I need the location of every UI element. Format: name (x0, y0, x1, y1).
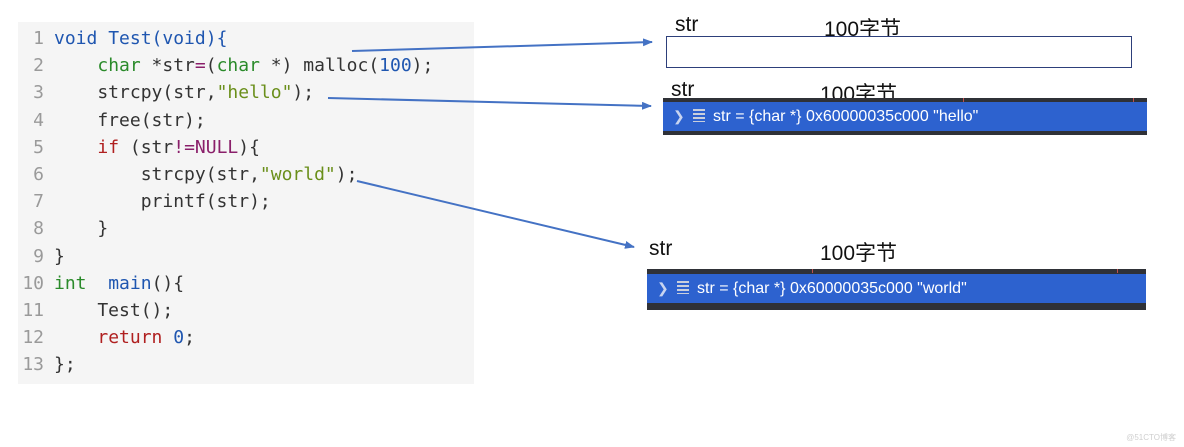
code-token: ){ (238, 136, 260, 158)
code-line: 10 int main(){ (18, 270, 184, 297)
watermark: @51CTO博客 (1126, 433, 1176, 442)
code-token: 100 (379, 55, 412, 77)
code-line: 5 if (str!=NULL){ (18, 134, 260, 161)
mem1-size-label: 100字节 (824, 18, 902, 41)
variable-lines-icon (677, 281, 689, 294)
code-token: = (194, 55, 206, 77)
code-token: ); (292, 82, 315, 104)
code-token: "hello" (216, 82, 293, 104)
code-line: 11 Test(); (18, 297, 173, 324)
code-token: *str (151, 55, 195, 77)
mem3-value-bar[interactable]: ❯ str = {char *} 0x60000035c000 "world" (647, 274, 1146, 303)
mem2-debugger-row: ❯ str = {char *} 0x60000035c000 "hello" (663, 98, 1147, 135)
code-token: strcpy(str, (54, 82, 217, 104)
code-token: }; (54, 354, 76, 376)
code-token: *) malloc( (270, 55, 380, 77)
mem3-size-label: 100字节 (820, 242, 898, 265)
line-number: 2 (33, 55, 44, 77)
code-token: printf(str); (54, 191, 271, 213)
line-number: 7 (33, 191, 44, 213)
code-line: 12 return 0; (18, 324, 195, 351)
marker-tick (1133, 98, 1134, 102)
code-token: char (97, 55, 152, 77)
line-number: 1 (33, 28, 44, 49)
code-token: NULL (194, 136, 239, 158)
code-line: 9} (18, 243, 65, 270)
code-token: ; (184, 327, 195, 349)
arrow-strcpy-world-to-block3 (356, 180, 635, 249)
code-token: (){ (151, 272, 185, 294)
code-token: 0 (173, 327, 185, 349)
marker-tick (812, 269, 813, 273)
code-token: } (54, 245, 65, 267)
marker-tick (1117, 269, 1118, 273)
mem2-var-label: str (671, 78, 695, 101)
line-number: 6 (33, 164, 44, 185)
code-token: return (97, 327, 163, 349)
code-token: char (216, 55, 271, 77)
chevron-right-icon[interactable]: ❯ (673, 108, 685, 124)
arrow-malloc-to-block1 (351, 38, 653, 52)
mem3-var-label: str (649, 237, 673, 260)
mem2-value-bar[interactable]: ❯ str = {char *} 0x60000035c000 "hello" (663, 102, 1147, 131)
line-number: 12 (22, 327, 44, 349)
marker-tick (963, 98, 964, 102)
line-number: 13 (22, 354, 44, 376)
line-number: 8 (33, 218, 44, 240)
code-token: ); (411, 55, 434, 77)
line-number: 10 (22, 272, 44, 294)
code-token: (void){ (151, 28, 228, 49)
code-line: 4 free(str); (18, 107, 206, 134)
line-number: 3 (33, 82, 44, 104)
code-token: (str (119, 136, 174, 158)
code-token: != (173, 136, 195, 158)
code-token: } (54, 218, 109, 240)
arrow-strcpy-hello-to-block2 (327, 97, 652, 110)
line-number: 4 (33, 109, 44, 131)
code-token: if (97, 136, 120, 158)
line-number: 11 (22, 300, 44, 321)
line-number: 9 (33, 245, 44, 267)
line-number: 5 (33, 136, 44, 158)
mem3-value-text: str = {char *} 0x60000035c000 "world" (697, 280, 967, 297)
code-token: ); (335, 164, 358, 185)
code-token: strcpy(str, (54, 164, 260, 185)
mem1-var-label: str (675, 13, 699, 36)
code-token: Test(); (54, 300, 174, 321)
code-line: 6 strcpy(str,"world"); (18, 161, 357, 188)
code-line: 8 } (18, 215, 108, 242)
mem2-value-text: str = {char *} 0x60000035c000 "hello" (713, 108, 979, 125)
mem3-debugger-row: ❯ str = {char *} 0x60000035c000 "world" (647, 269, 1146, 310)
code-line: 1 void Test(void){ (18, 25, 227, 52)
code-token: free(str); (54, 109, 206, 131)
code-token: "world" (259, 164, 336, 185)
code-token: void (54, 28, 109, 49)
chevron-right-icon[interactable]: ❯ (657, 280, 669, 296)
code-token: ( (205, 55, 217, 77)
code-line: 3 strcpy(str,"hello"); (18, 79, 314, 106)
variable-lines-icon (693, 109, 705, 122)
mem1-empty-block (666, 36, 1132, 68)
code-line: 2 char *str=(char *) malloc(100); (18, 52, 433, 79)
code-token: main (108, 272, 152, 294)
code-line: 7 printf(str); (18, 188, 271, 215)
code-token: int (54, 272, 87, 294)
code-line: 13}; (18, 351, 76, 378)
code-token: Test (108, 28, 152, 49)
